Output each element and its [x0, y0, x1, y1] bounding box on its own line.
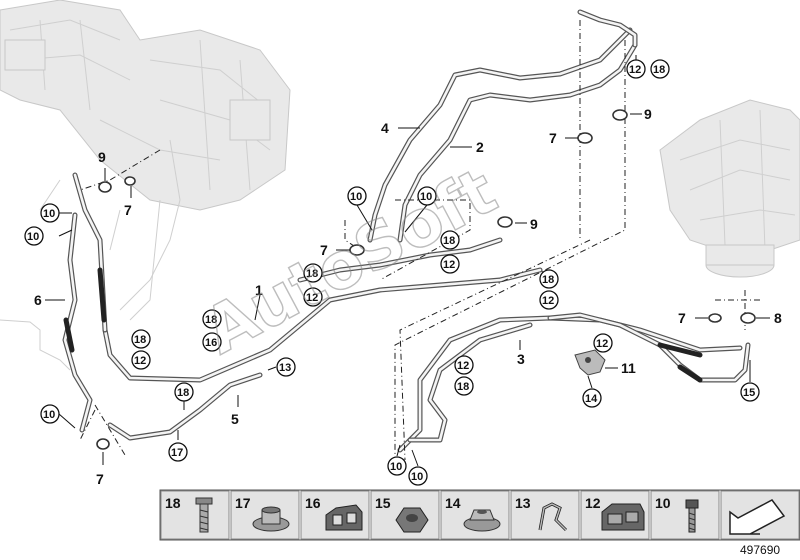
bolt-icon [195, 497, 213, 533]
label-5: 5 [231, 411, 239, 427]
svg-text:14: 14 [445, 495, 461, 511]
callout-12: 12 [443, 259, 455, 271]
screw-icon [685, 499, 699, 533]
pipe-4 [367, 27, 633, 243]
callout-18: 18 [443, 235, 455, 247]
pipe-1-upper [297, 237, 503, 283]
callout-10: 10 [43, 208, 55, 220]
callout-12: 12 [306, 292, 318, 304]
label-9-mid: 9 [530, 216, 538, 232]
label-7-mid: 7 [320, 242, 328, 258]
bracket-11 [574, 349, 606, 376]
label-11: 11 [621, 360, 636, 376]
compressor-unit [659, 99, 800, 278]
label-1: 1 [255, 282, 263, 298]
callout-12: 12 [457, 360, 469, 372]
guide-lines [79, 20, 760, 461]
callout-12: 12 [629, 64, 641, 76]
callout-14: 14 [585, 393, 598, 405]
callout-15: 15 [743, 387, 755, 399]
callout-13: 13 [279, 362, 291, 374]
pipe-2 [397, 42, 638, 243]
legend-item-14: 14 [440, 490, 510, 540]
label-6: 6 [34, 292, 42, 308]
parts-legend: 18 17 16 [159, 489, 800, 541]
label-9-top: 9 [644, 106, 652, 122]
svg-text:18: 18 [165, 495, 181, 511]
callout-18: 18 [306, 268, 318, 280]
double-clip-icon [325, 504, 363, 531]
callout-12: 12 [542, 295, 554, 307]
pipe-5 [107, 372, 263, 441]
callout-18: 18 [134, 334, 146, 346]
legend-arrow-cell [720, 490, 800, 540]
callouts: 12 18 10 10 10 10 18 12 18 12 18 12 18 1… [24, 55, 760, 486]
callout-10: 10 [390, 461, 402, 473]
label-4: 4 [381, 120, 389, 136]
callout-18: 18 [653, 64, 665, 76]
clip-holder-icon [601, 503, 645, 531]
part-number: 497690 [740, 543, 780, 557]
label-7-right: 7 [678, 310, 686, 326]
evaporator-housing [0, 0, 291, 321]
o-rings [96, 109, 756, 450]
callout-12: 12 [134, 355, 146, 367]
part-labels: 4 2 1 6 5 3 11 9 7 9 7 9 7 7 7 8 [34, 106, 782, 487]
svg-text:10: 10 [655, 495, 671, 511]
label-3: 3 [517, 351, 525, 367]
pipe-6 [62, 172, 108, 433]
label-7-top: 7 [549, 130, 557, 146]
callout-18: 18 [205, 314, 217, 326]
label-7-left: 7 [124, 202, 132, 218]
label-7-bottom: 7 [96, 471, 104, 487]
direction-arrow-icon [729, 499, 786, 535]
pipe-top-connector [577, 9, 638, 48]
callout-10: 10 [411, 471, 423, 483]
spring-clip-icon [538, 502, 568, 532]
callout-16: 16 [205, 337, 217, 349]
svg-text:17: 17 [235, 495, 251, 511]
svg-text:15: 15 [375, 495, 391, 511]
legend-item-12: 12 [580, 490, 650, 540]
flange-nut-icon [463, 509, 501, 532]
callout-10: 10 [420, 191, 432, 203]
svg-text:12: 12 [585, 495, 601, 511]
callout-10: 10 [350, 191, 362, 203]
callout-18: 18 [457, 381, 469, 393]
label-9-left: 9 [98, 149, 106, 165]
legend-item-18: 18 [160, 490, 230, 540]
label-2: 2 [476, 139, 484, 155]
legend-item-16: 16 [300, 490, 370, 540]
legend-item-10: 10 [650, 490, 720, 540]
callout-17: 17 [171, 447, 183, 459]
callout-10: 10 [27, 231, 39, 243]
ghost-hose [119, 139, 181, 311]
legend-item-17: 17 [230, 490, 300, 540]
svg-text:16: 16 [305, 495, 321, 511]
svg-text:13: 13 [515, 495, 531, 511]
callout-18: 18 [177, 387, 189, 399]
legend-item-13: 13 [510, 490, 580, 540]
ghost-bracket [0, 319, 71, 371]
pipe-3 [397, 312, 751, 453]
pipe-1 [102, 267, 543, 383]
legend-item-15: 15 [370, 490, 440, 540]
callout-18: 18 [542, 274, 554, 286]
hex-nut-icon [395, 507, 429, 533]
flange-nut-icon [252, 506, 290, 532]
callout-12: 12 [596, 338, 608, 350]
label-8: 8 [774, 310, 782, 326]
callout-10: 10 [43, 409, 55, 421]
